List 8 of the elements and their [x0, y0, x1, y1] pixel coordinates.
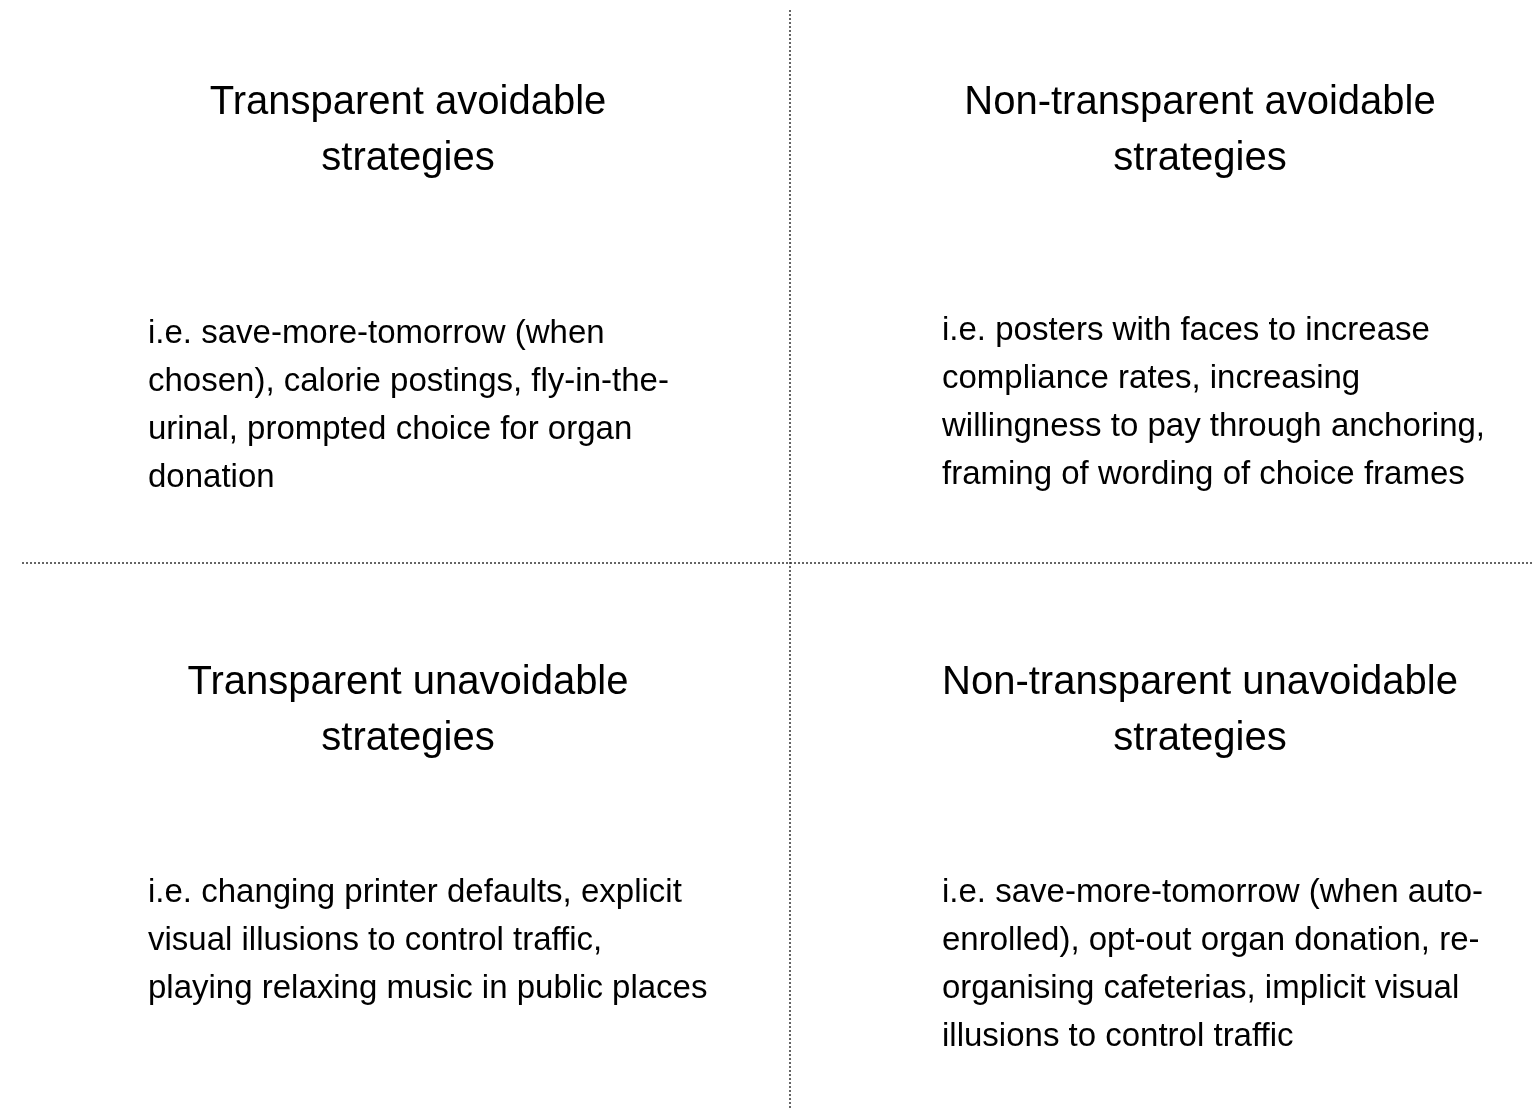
example-text: i.e. posters with faces to increase compliance rates, increasing willingness to pay through anchoring, framing of wording of choice frames	[942, 309, 1486, 493]
quadrant-heading: Transparent avoidable strategies	[208, 77, 608, 180]
quadrant-heading: Non-transparent unavoidable strategies	[941, 657, 1459, 760]
quadrant-heading: Transparent unavoidable strategies	[186, 657, 630, 760]
example-text: i.e. save-more-tomorrow (when auto-enrolled), opt-out organ donation, re-organising cafeterias, implicit visual illusions to control traffic	[942, 871, 1485, 1055]
example-text: i.e. changing printer defaults, explicit visual illusions to control traffic, playing relaxing music in public places	[148, 871, 708, 1007]
example-text: i.e. save-more-tomorrow (when chosen), calorie postings, fly-in-the-urinal, prompted choice for organ donation	[148, 312, 670, 496]
quadrant-heading: Non-transparent avoidable strategies	[963, 77, 1437, 180]
